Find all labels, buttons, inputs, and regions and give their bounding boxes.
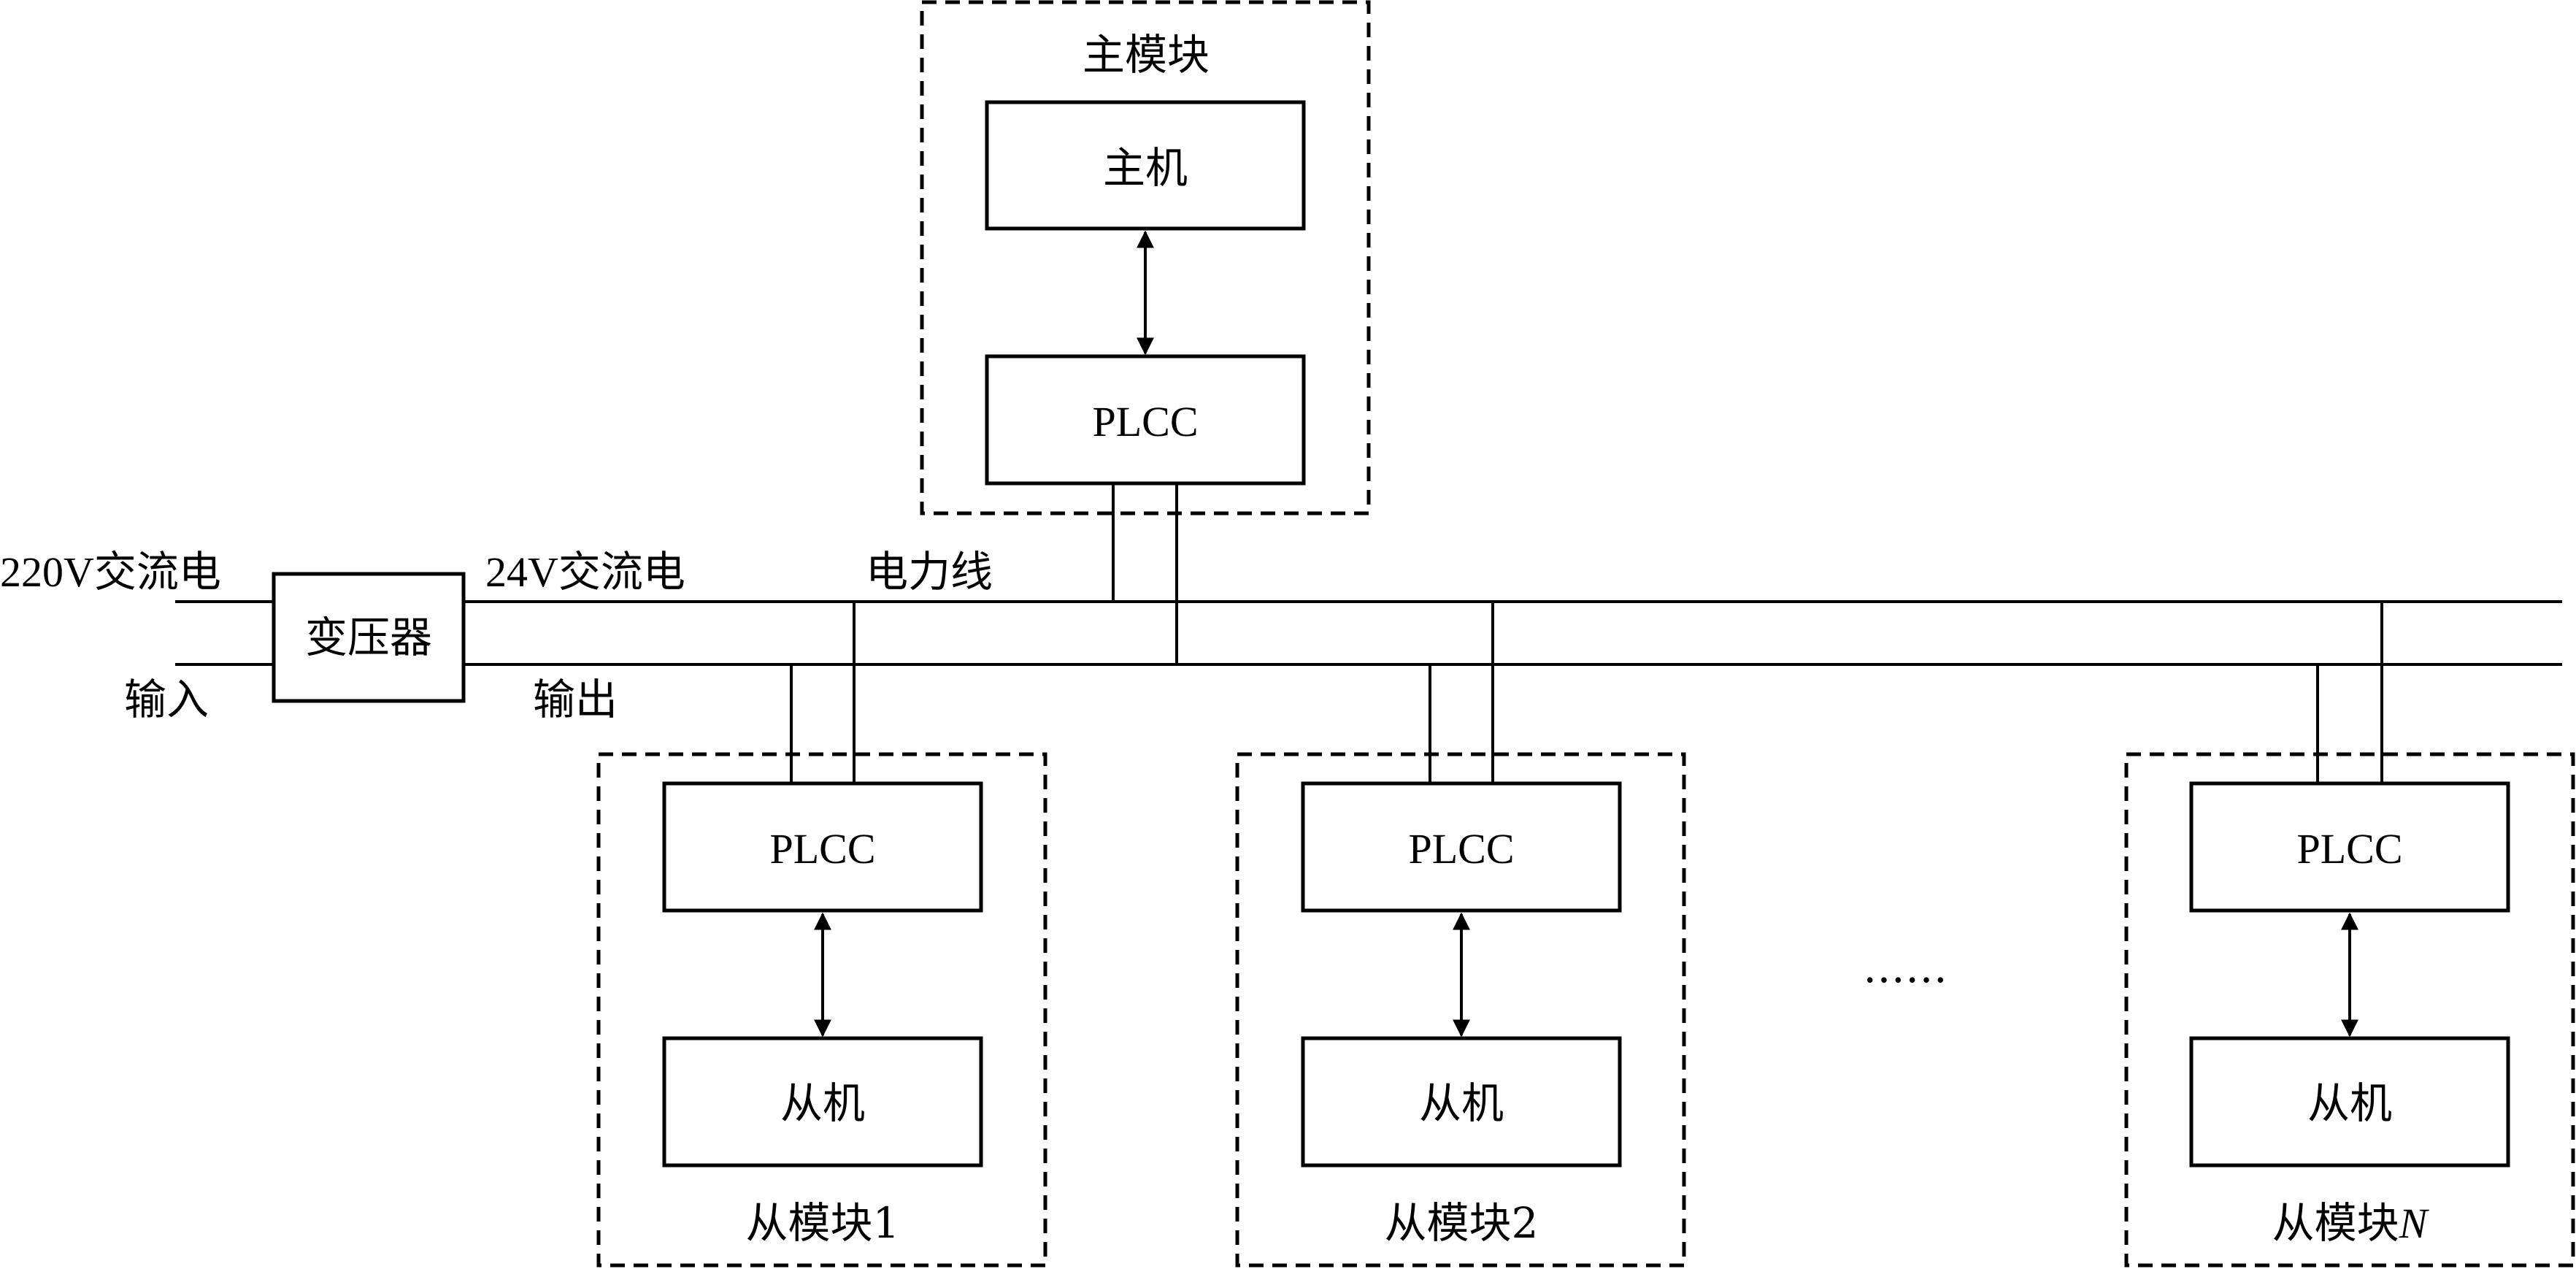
slave-2-device-label: 从机 xyxy=(1419,1078,1504,1128)
master-module-title: 主模块 xyxy=(1083,30,1210,80)
input-voltage-label: 220V交流电 xyxy=(0,548,221,596)
slave-1-plcc-label: PLCC xyxy=(769,825,875,873)
slave-2-plcc-label: PLCC xyxy=(1408,825,1514,873)
slave-n-border xyxy=(2124,752,2575,1268)
slave-module-n: PLCC 从机 从模块N xyxy=(2124,602,2575,1268)
slave-n-title: 从模块N xyxy=(2272,1198,2430,1248)
slave-n-plcc-label: PLCC xyxy=(2296,825,2402,873)
input-label: 输入 xyxy=(124,675,209,724)
slave-2-device-box xyxy=(1301,1036,1622,1168)
host-box xyxy=(985,100,1306,231)
slave-1-plcc-box xyxy=(662,781,983,913)
master-module-border xyxy=(920,0,1371,515)
output-label: 输出 xyxy=(533,675,618,724)
slave-2-plcc-box xyxy=(1301,781,1622,913)
slave-1-device-box xyxy=(662,1036,983,1168)
slave-n-title-suffix: N xyxy=(2399,1200,2430,1247)
slave-1-border xyxy=(596,752,1047,1268)
master-module: 主模块 主机 PLCC xyxy=(920,0,1371,515)
slave-module-2: PLCC 从机 从模块2 xyxy=(1235,602,1686,1268)
slave-n-device-box xyxy=(2189,1036,2510,1168)
master-plcc-box xyxy=(985,354,1306,486)
slave-2-title: 从模块2 xyxy=(1385,1198,1539,1248)
slave-2-border xyxy=(1235,752,1686,1268)
slave-n-title-prefix: 从模块 xyxy=(2272,1198,2399,1248)
transformer-box xyxy=(272,572,466,703)
slave-module-1: PLCC 从机 从模块1 xyxy=(596,602,1047,1268)
transformer-label: 变压器 xyxy=(305,613,432,662)
slave-1-title: 从模块1 xyxy=(746,1198,900,1248)
master-plcc-label: PLCC xyxy=(1092,398,1198,445)
slave-n-device-label: 从机 xyxy=(2307,1078,2392,1128)
host-label: 主机 xyxy=(1103,143,1188,193)
output-voltage-label: 24V交流电 xyxy=(485,548,685,596)
slave-n-plcc-box xyxy=(2189,781,2510,913)
power-line-label: 电力线 xyxy=(866,547,993,597)
ellipsis: …… xyxy=(1863,943,1948,992)
slave-1-device-label: 从机 xyxy=(780,1078,865,1128)
